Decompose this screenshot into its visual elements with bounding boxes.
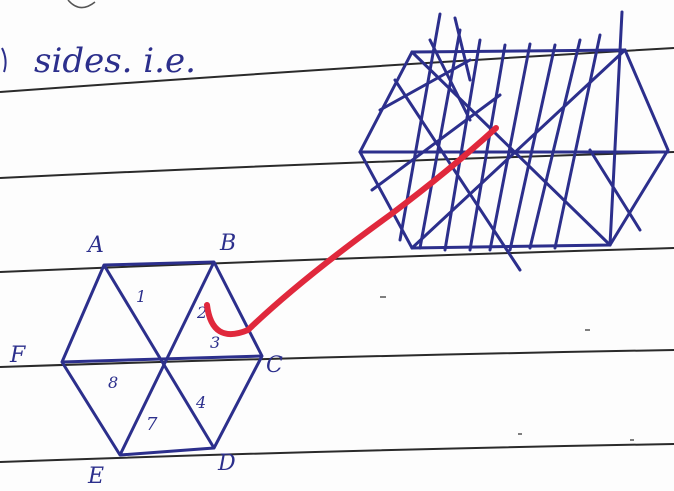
scribbled-hexagon — [358, 10, 670, 272]
triangle-label-2: 2 — [196, 303, 207, 322]
header-text: sides. i.e. — [34, 41, 196, 81]
header-handwriting: sides. i.e. — [1, 41, 196, 81]
triangle-label-8: 8 — [108, 373, 118, 392]
vertex-label-d: D — [217, 451, 236, 476]
labeled-hexagon — [60, 260, 264, 457]
vertex-label-f: F — [9, 343, 26, 368]
vertex-label-b: B — [219, 231, 236, 256]
vertex-label-a: A — [86, 233, 104, 258]
diagonal-ad — [102, 264, 216, 449]
hexagon-labels: A B C D E F 1 2 3 4 7 8 — [9, 231, 283, 489]
triangle-label-3: 3 — [210, 333, 220, 352]
diagonal-cf — [61, 354, 263, 364]
triangle-label-1: 1 — [136, 287, 146, 306]
rule-line — [0, 349, 674, 368]
red-annotation-arrow — [204, 125, 499, 337]
vertex-label-e: E — [87, 464, 104, 489]
triangle-label-7: 7 — [146, 414, 158, 435]
rule-line — [0, 443, 674, 463]
triangle-label-4: 4 — [195, 393, 206, 412]
vertex-label-c: C — [266, 353, 283, 378]
rule-line — [0, 151, 674, 179]
stray-marks — [67, 0, 634, 441]
